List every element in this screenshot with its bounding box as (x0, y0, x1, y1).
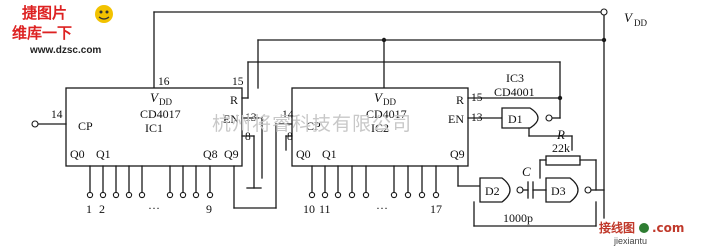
ic1-out-first: 1 (86, 202, 92, 216)
ic1-pin16: 16 (158, 76, 170, 88)
ic2-q0-label: Q0 (296, 147, 311, 161)
ic2-out-second: 11 (319, 202, 331, 216)
ic1-cp-label: CP (78, 119, 93, 133)
ic2-en-label: EN (448, 112, 464, 126)
ic1-part: CD4017 (140, 107, 181, 121)
ic1-q1-label: Q1 (96, 147, 111, 161)
brand-url: jiexiantu (613, 236, 647, 246)
logo-cn: 维库一下 (12, 24, 72, 42)
vdd-terminal (600, 8, 608, 16)
ic2-vdd-pin-label: V (374, 90, 384, 105)
gate-d2-bubble (516, 186, 524, 194)
ic3-name: IC3 (506, 71, 524, 85)
capacitor-value: 1000p (503, 211, 533, 225)
ic2-pin8: 8 (287, 131, 293, 143)
resistor-r (545, 155, 581, 166)
gate-d1-label: D1 (508, 112, 523, 126)
ic3-part: CD4001 (494, 85, 535, 99)
ic1-out-second: 2 (99, 202, 105, 216)
ic2-out-last: 17 (430, 202, 442, 216)
ic2-out-dots: … (376, 198, 388, 212)
ic2-pin14: 14 (282, 109, 294, 121)
ic1-chip (65, 87, 243, 167)
clock-input-terminal (31, 120, 39, 128)
dzsc-logo: 捷图片 维库一下 www.dzsc.com (12, 4, 113, 56)
gate-d1 (501, 107, 539, 129)
brand-suffix: .com (652, 221, 684, 235)
ic2-out-first: 10 (303, 202, 315, 216)
ic2-part: CD4017 (366, 107, 407, 121)
ic2-q1-label: Q1 (322, 147, 337, 161)
ic2-vdd-sub: DD (383, 97, 396, 107)
ic1-q0-label: Q0 (70, 147, 85, 161)
resistor-value: 22k (552, 141, 570, 155)
gate-d3 (545, 177, 579, 203)
ic1-name: IC1 (145, 121, 163, 135)
ic1-outputs (86, 165, 214, 199)
ic1-pin14: 14 (51, 109, 63, 121)
ic1-q8-label: Q8 (203, 147, 218, 161)
resistor-name: R (556, 127, 565, 142)
watermark-text: 杭州将睿科技有限公司 (212, 113, 412, 135)
jiexiantu-brand: 接线图 .com jiexiantu (599, 220, 684, 246)
ic2-cp-label: CP (306, 119, 321, 133)
ic1-out-last: 9 (206, 202, 212, 216)
ic1-vdd-sub: DD (159, 97, 172, 107)
vdd-label-sub: DD (634, 18, 647, 28)
ic1-pin15: 15 (232, 76, 244, 88)
ic1-en-label: EN (223, 112, 239, 126)
logo-url: www.dzsc.com (29, 45, 101, 56)
ic2-chip (291, 87, 469, 167)
vdd-label: V (624, 10, 634, 25)
logo-top-text: 捷图片 (22, 4, 67, 22)
ic2-r-label: R (456, 93, 464, 107)
ic1-q9-label: Q9 (224, 147, 239, 161)
ic1-out-dots: … (148, 198, 160, 212)
ic2-outputs (308, 165, 440, 199)
gate-d1-bubble (545, 114, 553, 122)
brand-cn: 接线图 (599, 220, 635, 235)
ic2-name: IC2 (371, 121, 389, 135)
gate-d2 (479, 177, 511, 203)
gate-d2-label: D2 (485, 184, 500, 198)
vdd-rail (153, 8, 608, 219)
ic1-pin8: 8 (245, 131, 251, 143)
capacitor-name: C (522, 164, 531, 179)
ic2-q9-label: Q9 (450, 147, 465, 161)
gate-d3-bubble (584, 186, 592, 194)
gate-d3-label: D3 (551, 184, 566, 198)
ic1-r-label: R (230, 93, 238, 107)
ic1-vdd-pin-label: V (150, 90, 160, 105)
